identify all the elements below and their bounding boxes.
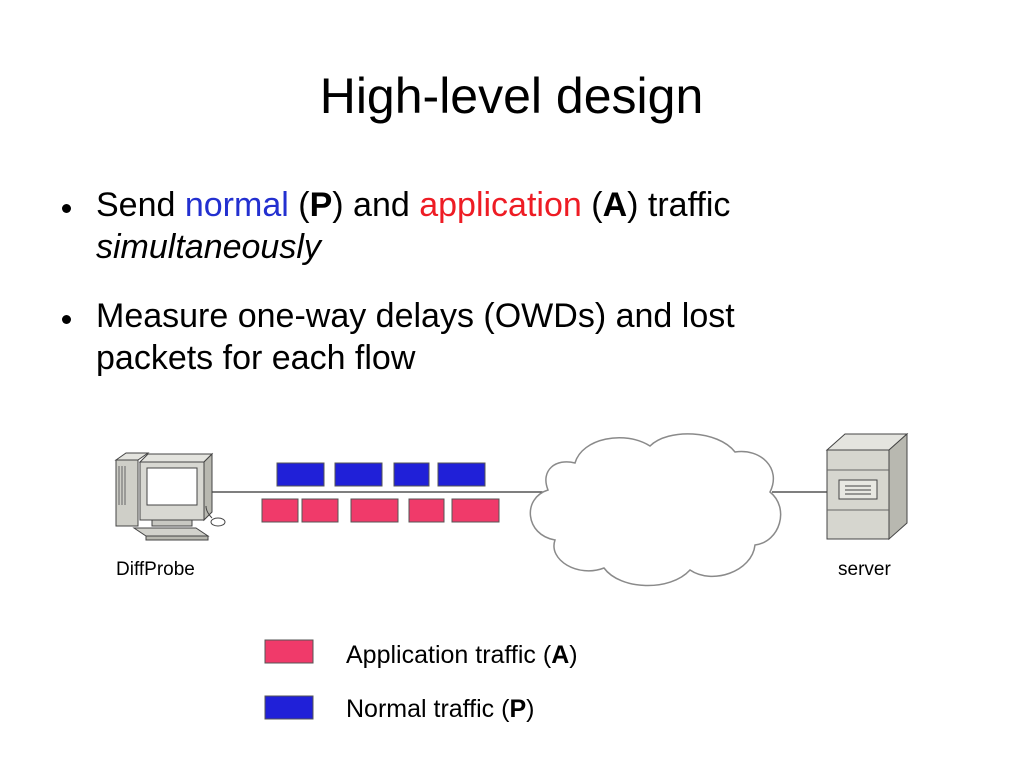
normal-packet (276, 462, 325, 487)
close-and: ) and (332, 186, 410, 224)
bullet-dot-icon (62, 315, 71, 324)
application-packet (350, 498, 399, 523)
application-word: application (419, 186, 582, 224)
bullet-send-traffic: Send normal (P) and application (A) traf… (58, 184, 958, 268)
application-packet (408, 498, 445, 523)
cloud-icon (529, 433, 782, 587)
legend-application-label: Application traffic (A) (346, 641, 578, 669)
application-packet (261, 498, 299, 523)
client-label: DiffProbe (116, 559, 195, 580)
close-traffic: ) traffic (627, 186, 731, 224)
send-word: Send (96, 186, 176, 224)
application-packets (261, 498, 500, 523)
legend-normal-label: Normal traffic (P) (346, 695, 535, 723)
server-label: server (838, 559, 891, 580)
application-packet (451, 498, 500, 523)
slide-title: High-level design (319, 68, 704, 124)
normal-packet (334, 462, 383, 487)
application-packet (301, 498, 339, 523)
legend-application-swatch (264, 639, 314, 664)
normal-packets (276, 462, 486, 487)
simultaneously-word: simultaneously (96, 228, 321, 266)
bullet-list: Send normal (P) and application (A) traf… (58, 184, 958, 406)
a-letter: A (602, 186, 628, 224)
bullet-measure-owd: Measure one-way delays (OWDs) and lost p… (58, 295, 958, 379)
p-letter: P (309, 186, 333, 224)
desktop-computer-icon (114, 452, 226, 541)
normal-packet (437, 462, 486, 487)
measure-line-2: packets for each flow (96, 339, 416, 377)
legend-normal-swatch (264, 695, 314, 720)
normal-packet (393, 462, 430, 487)
open-paren: ( (298, 186, 310, 224)
open-paren: ( (591, 186, 603, 224)
bullet-dot-icon (62, 204, 71, 213)
measure-line-1: Measure one-way delays (OWDs) and lost (96, 297, 735, 335)
normal-word: normal (184, 186, 289, 224)
server-icon (825, 432, 909, 541)
